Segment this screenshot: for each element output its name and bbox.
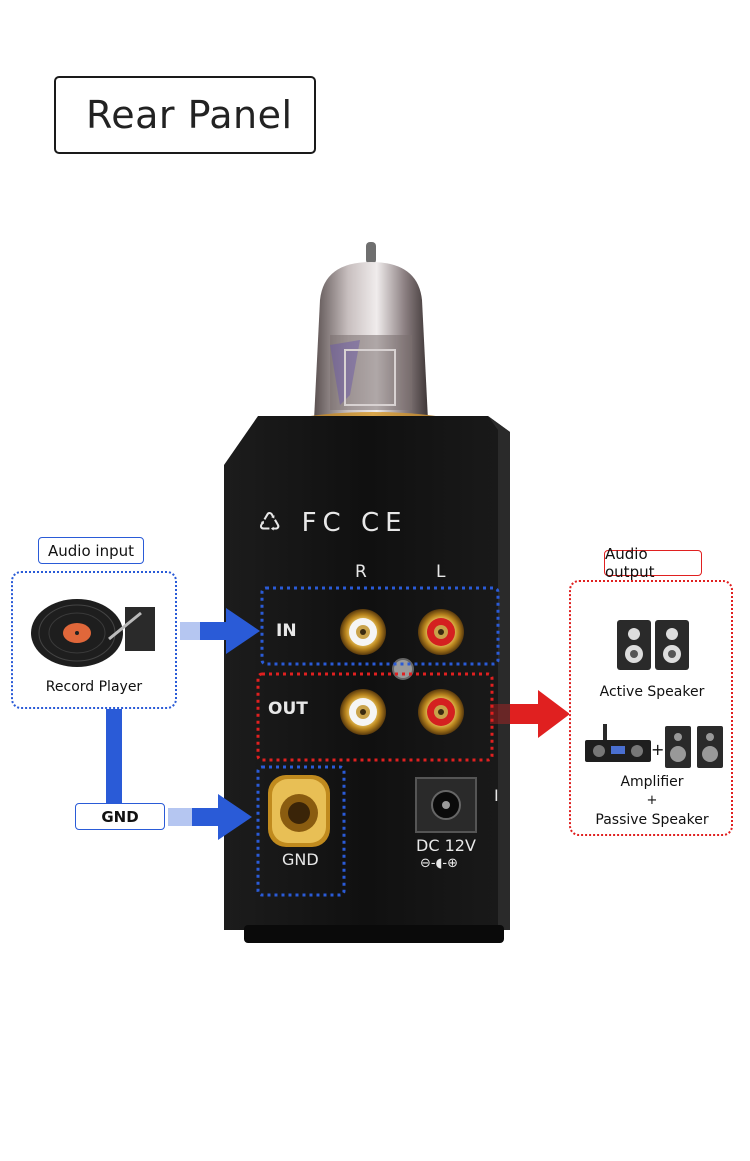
dc-label: DC 12V (416, 836, 476, 855)
gnd-panel-label: GND (282, 850, 319, 869)
amplifier-icon (585, 724, 651, 762)
in-label: IN (276, 621, 297, 641)
passive-speaker-label: Passive Speaker (595, 812, 709, 828)
switch-mark: I (494, 786, 499, 805)
amplifier-label: Amplifier (620, 774, 684, 790)
plus-sign: + (651, 740, 665, 759)
out-group-outline (256, 672, 494, 762)
screw-icon (392, 658, 414, 680)
in-arrow-icon (180, 608, 260, 654)
certification-marks: ♺ FC CE (258, 508, 408, 538)
out-label: OUT (268, 699, 308, 719)
in-l-jack (418, 609, 464, 655)
output-devices-card: Active Speaker + Amplifier + Passive Spe… (569, 580, 733, 836)
col-l-label: L (436, 562, 446, 582)
out-l-jack (418, 689, 464, 735)
vacuum-tube (314, 242, 428, 420)
col-r-label: R (355, 562, 367, 582)
in-group-outline (260, 586, 500, 666)
page-title: Rear Panel (54, 76, 316, 154)
audio-input-tag: Audio input (38, 537, 144, 564)
gnd-post (268, 775, 330, 847)
in-r-jack (340, 609, 386, 655)
record-player-icon (31, 599, 155, 667)
out-arrow-icon (490, 690, 570, 738)
polarity-icon: ⊖-◖-⊕ (420, 856, 459, 871)
out-r-jack (340, 689, 386, 735)
gnd-tag: GND (75, 803, 165, 830)
gnd-arrow-icon (168, 794, 252, 840)
gnd-link-bar (106, 706, 122, 806)
passive-speaker-icon (665, 726, 723, 768)
record-player-card: Record Player (11, 571, 177, 709)
active-speaker-label: Active Speaker (599, 684, 705, 700)
record-player-label: Record Player (45, 679, 143, 695)
audio-output-tag: Audio output (604, 545, 702, 581)
plus-sign-2: + (646, 793, 658, 808)
dc-jack (415, 777, 477, 833)
active-speaker-icon (617, 620, 689, 670)
